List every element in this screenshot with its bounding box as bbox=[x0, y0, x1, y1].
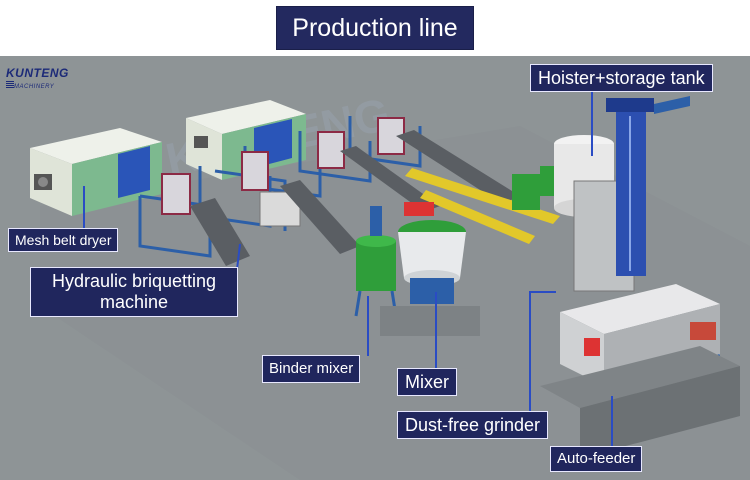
auto-feeder-machine bbox=[540, 284, 740, 458]
mixer-machine bbox=[380, 202, 480, 336]
belt-conveyors bbox=[190, 130, 520, 266]
page-title: Production line bbox=[276, 6, 474, 50]
logo-brand: KUNTENG bbox=[6, 66, 69, 80]
mesh-belt-dryer-1 bbox=[30, 128, 162, 216]
label-mesh-belt-dryer: Mesh belt dryer bbox=[8, 228, 119, 252]
label-hoister-storage-tank: Hoister+storage tank bbox=[530, 64, 713, 92]
label-binder-mixer: Binder mixer bbox=[262, 355, 361, 383]
kunteng-logo: KUNTENG MACHINERY bbox=[4, 64, 74, 98]
logo-sub: MACHINERY bbox=[14, 84, 55, 90]
label-mixer: Mixer bbox=[397, 368, 457, 396]
production-line-illustration: KUNTENG bbox=[0, 56, 750, 480]
label-auto-feeder: Auto-feeder bbox=[550, 446, 643, 472]
label-dust-free-grinder: Dust-free grinder bbox=[397, 411, 549, 439]
machinery-drawing: KUNTENG bbox=[0, 56, 750, 480]
bucket-hoister bbox=[606, 96, 690, 276]
logo-mark-icon bbox=[6, 81, 14, 89]
leader-lines bbox=[83, 90, 613, 448]
binder-mixer-machine bbox=[354, 206, 398, 317]
label-briquetting-line-2: machine bbox=[99, 292, 169, 312]
label-briquetting-line-1: Hydraulic briquetting bbox=[51, 271, 217, 291]
label-hydraulic-briquetting-machine: Hydraulic briquetting machine bbox=[30, 267, 238, 317]
